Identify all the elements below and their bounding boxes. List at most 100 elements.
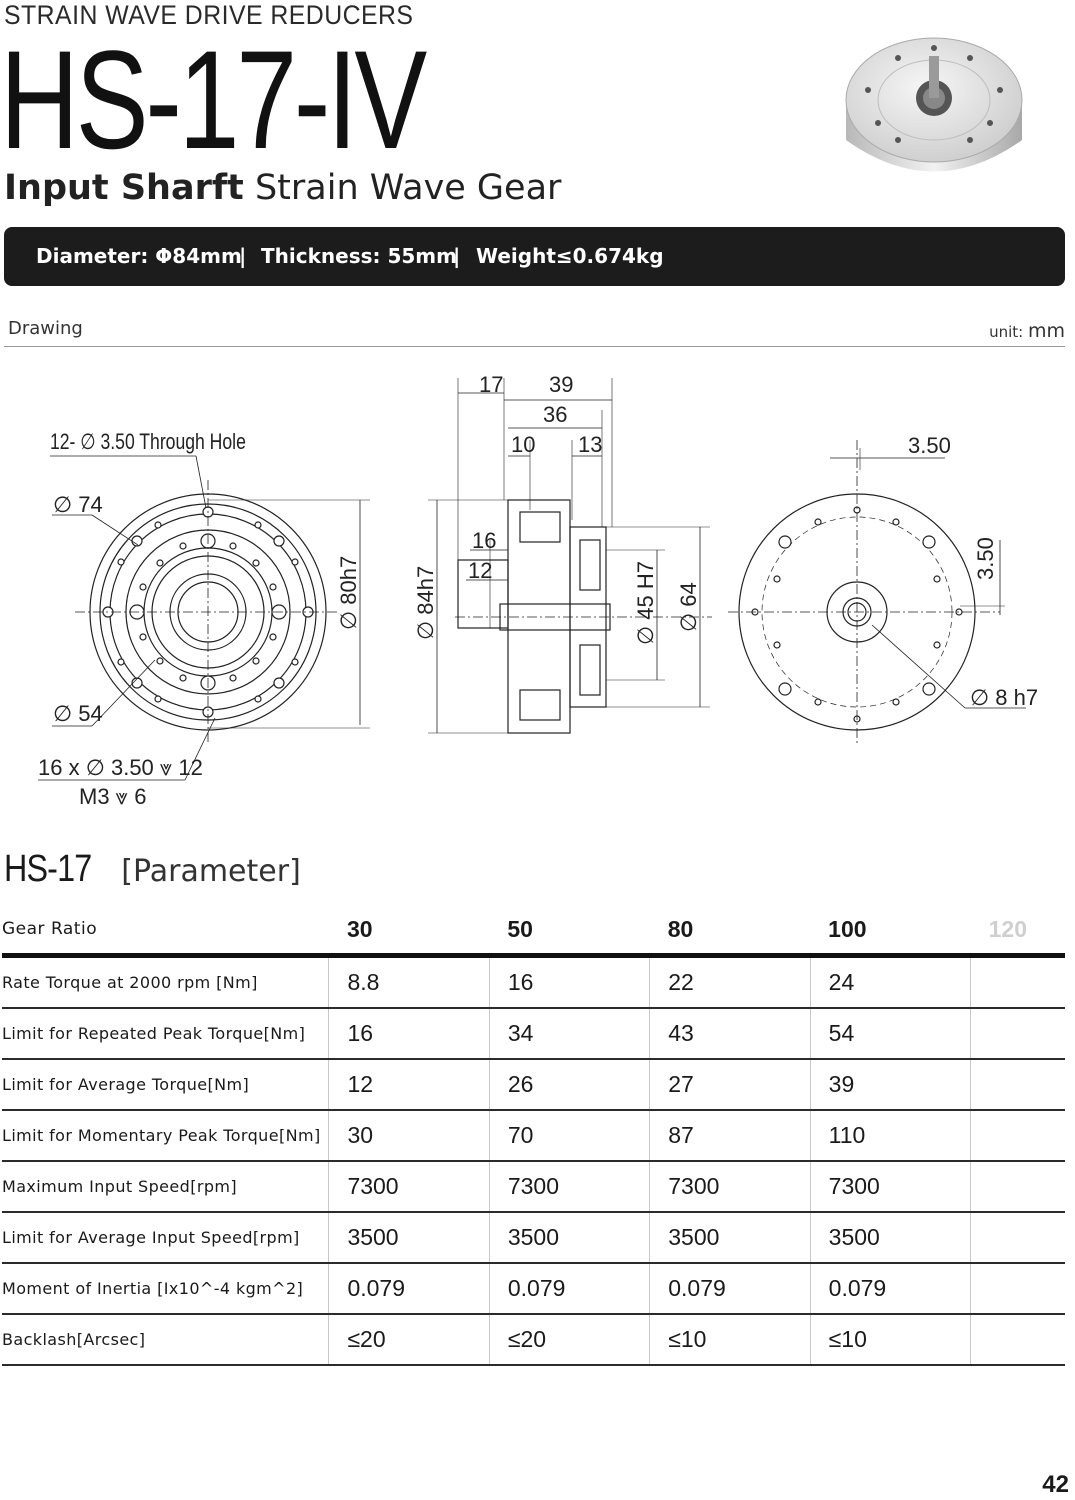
model-title: HS-17-IV xyxy=(0,21,427,178)
row-value: 22 xyxy=(649,955,811,1009)
row-value: 30 xyxy=(328,1110,490,1162)
dim-13: 13 xyxy=(578,432,602,457)
row-value: ≤20 xyxy=(488,1314,650,1366)
row-value: 24 xyxy=(809,955,971,1009)
row-label: Limit for Average Input Speed[rpm] xyxy=(2,1212,329,1264)
row-value: 110 xyxy=(809,1110,971,1162)
row-empty xyxy=(970,1059,1065,1111)
parameter-table: Gear Ratio 30 50 80 100 120 Rate Torque … xyxy=(2,905,1065,1366)
row-label: Limit for Repeated Peak Torque[Nm] xyxy=(2,1008,329,1060)
row-value: 16 xyxy=(328,1008,490,1060)
side-view xyxy=(428,378,712,734)
row-empty xyxy=(970,1314,1065,1366)
row-empty xyxy=(970,1263,1065,1315)
dim-d80: ∅ 80h7 xyxy=(336,556,361,630)
table-row: Maximum Input Speed[rpm] 7300 7300 7300 … xyxy=(2,1161,1065,1213)
row-empty xyxy=(970,1212,1065,1264)
dim-10: 10 xyxy=(511,432,535,457)
row-value: 39 xyxy=(809,1059,971,1111)
subtitle-rest: Strain Wave Gear xyxy=(254,168,562,208)
gear-ratio-label: Gear Ratio xyxy=(2,905,329,958)
dim-d45: ∅ 45 H7 xyxy=(633,561,658,645)
row-value: 3500 xyxy=(488,1212,650,1264)
table-row: Backlash[Arcsec] ≤20 ≤20 ≤10 ≤10 xyxy=(2,1314,1065,1366)
rear-view xyxy=(728,440,1026,745)
row-label: Moment of Inertia [Ix10^-4 kgm^2] xyxy=(2,1263,329,1315)
ratio-header: 80 xyxy=(649,905,811,958)
ratio-header-disabled: 120 xyxy=(970,905,1065,958)
dim-16: 16 xyxy=(472,528,496,553)
dim-d64: ∅ 64 xyxy=(676,582,701,632)
dim-36: 36 xyxy=(543,402,567,427)
dim-39: 39 xyxy=(549,372,573,397)
table-header-row: Gear Ratio 30 50 80 100 120 xyxy=(2,905,1065,958)
table-row: Moment of Inertia [Ix10^-4 kgm^2] 0.079 … xyxy=(2,1263,1065,1315)
dim-d84: ∅ 84h7 xyxy=(413,566,438,640)
spec-diameter: Diameter: Φ84mm xyxy=(36,244,242,268)
row-label: Maximum Input Speed[rpm] xyxy=(2,1161,329,1213)
row-value: ≤20 xyxy=(328,1314,490,1366)
table-row: Limit for Momentary Peak Torque[Nm] 30 7… xyxy=(2,1110,1065,1162)
spec-separator: | xyxy=(453,244,461,268)
row-value: 7300 xyxy=(328,1161,490,1213)
spec-weight: Weight≤0.674kg xyxy=(476,244,664,268)
spec-thickness: Thickness: 55mm xyxy=(261,244,457,268)
divider xyxy=(4,346,1065,347)
row-label: Limit for Momentary Peak Torque[Nm] xyxy=(2,1110,329,1162)
unit-value: mm xyxy=(1027,320,1065,342)
row-value: 34 xyxy=(488,1008,650,1060)
row-value: 54 xyxy=(809,1008,971,1060)
row-empty xyxy=(970,1008,1065,1060)
subtitle: Input Sharft Strain Wave Gear xyxy=(4,168,561,208)
row-value: 27 xyxy=(649,1059,811,1111)
row-value: ≤10 xyxy=(809,1314,971,1366)
dim-3-50-top: 3.50 xyxy=(908,433,951,458)
row-value: 3500 xyxy=(809,1212,971,1264)
dim-12: 12 xyxy=(468,558,492,583)
drawing-label: Drawing xyxy=(8,318,83,339)
row-value: 3500 xyxy=(649,1212,811,1264)
row-value: 7300 xyxy=(809,1161,971,1213)
table-row: Limit for Average Torque[Nm] 12 26 27 39 xyxy=(2,1059,1065,1111)
spec-separator: | xyxy=(239,244,247,268)
row-empty xyxy=(970,955,1065,1009)
category-label: STRAIN WAVE DRIVE REDUCERS xyxy=(4,0,414,30)
front-view xyxy=(38,455,370,781)
row-value: 3500 xyxy=(328,1212,490,1264)
row-value: 7300 xyxy=(649,1161,811,1213)
ratio-header: 50 xyxy=(489,905,650,958)
thread-note: M3 ⩔ 6 xyxy=(79,784,146,809)
row-value: 70 xyxy=(488,1110,650,1162)
product-image xyxy=(838,28,1030,190)
row-value: 16 xyxy=(488,955,650,1009)
row-value: 0.079 xyxy=(488,1263,650,1315)
technical-drawing: 12- ∅ 3.50 Through Hole ∅ 74 ∅ 54 16 x ∅… xyxy=(0,360,1075,820)
dim-d8: ∅ 8 h7 xyxy=(970,685,1038,710)
dim-d54: ∅ 54 xyxy=(53,701,103,726)
row-value: 0.079 xyxy=(328,1263,490,1315)
holes-note: 16 x ∅ 3.50 ⩔ 12 xyxy=(38,755,203,780)
table-row: Rate Torque at 2000 rpm [Nm] 8.8 16 22 2… xyxy=(2,955,1065,1009)
unit-prefix: unit: xyxy=(989,323,1024,341)
ratio-header: 30 xyxy=(328,905,490,958)
row-value: 0.079 xyxy=(809,1263,971,1315)
row-label: Backlash[Arcsec] xyxy=(2,1314,329,1366)
table-row: Limit for Repeated Peak Torque[Nm] 16 34… xyxy=(2,1008,1065,1060)
dim-3-50-side: 3.50 xyxy=(973,537,998,580)
row-label: Limit for Average Torque[Nm] xyxy=(2,1059,329,1111)
row-value: 8.8 xyxy=(328,955,490,1009)
row-value: 43 xyxy=(649,1008,811,1060)
row-label: Rate Torque at 2000 rpm [Nm] xyxy=(2,955,329,1009)
row-value: 26 xyxy=(488,1059,650,1111)
row-value: 87 xyxy=(649,1110,811,1162)
spec-bar: Diameter: Φ84mm | Thickness: 55mm | Weig… xyxy=(4,227,1065,286)
row-empty xyxy=(970,1161,1065,1213)
unit-label: unit: mm xyxy=(989,320,1065,342)
parameter-title: [Parameter] xyxy=(121,854,301,889)
page-number: 42 xyxy=(1042,1471,1069,1498)
table-row: Limit for Average Input Speed[rpm] 3500 … xyxy=(2,1212,1065,1264)
row-value: ≤10 xyxy=(649,1314,811,1366)
row-value: 0.079 xyxy=(649,1263,811,1315)
dim-17: 17 xyxy=(479,372,503,397)
ratio-header: 100 xyxy=(810,905,971,958)
